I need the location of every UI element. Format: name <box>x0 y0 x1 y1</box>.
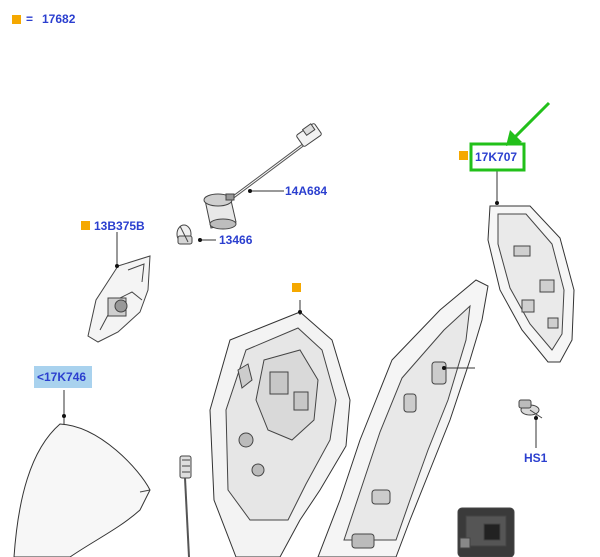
lamp-housing-part[interactable] <box>87 255 151 343</box>
callout-marker-13b375b <box>81 221 90 230</box>
switch-module-part[interactable] <box>457 507 515 557</box>
callout-17k707[interactable]: 17K707 <box>475 150 518 164</box>
callout-marker-17k707 <box>459 151 468 160</box>
bulb-socket-part[interactable] <box>203 193 237 230</box>
leader-dots <box>62 189 538 420</box>
callout-marker-frame <box>292 283 301 292</box>
legend-marker <box>12 15 21 24</box>
mirror-cover-part[interactable] <box>13 423 151 557</box>
callout-13466[interactable]: 13466 <box>219 233 253 247</box>
legend-equals: = <box>26 12 34 26</box>
cable-connector-part[interactable] <box>231 123 322 200</box>
callout-hs1[interactable]: HS1 <box>524 451 548 465</box>
arrow-icon <box>506 101 551 146</box>
wire-connector-part[interactable] <box>179 455 192 557</box>
bulb-part[interactable] <box>176 224 193 245</box>
callout-13b375b[interactable]: 13B375B <box>94 219 145 233</box>
callout-17k746[interactable]: <17K746 <box>37 370 87 384</box>
highlight-box <box>469 142 526 172</box>
screw-part[interactable] <box>518 399 543 419</box>
leader-lines <box>63 170 537 448</box>
callout-14a684[interactable]: 14A684 <box>285 184 328 198</box>
mirror-glass-part[interactable] <box>487 205 575 363</box>
selected-label-highlight <box>34 366 92 388</box>
legend-code[interactable]: 17682 <box>42 12 76 26</box>
mirror-frame-part[interactable] <box>209 311 351 557</box>
